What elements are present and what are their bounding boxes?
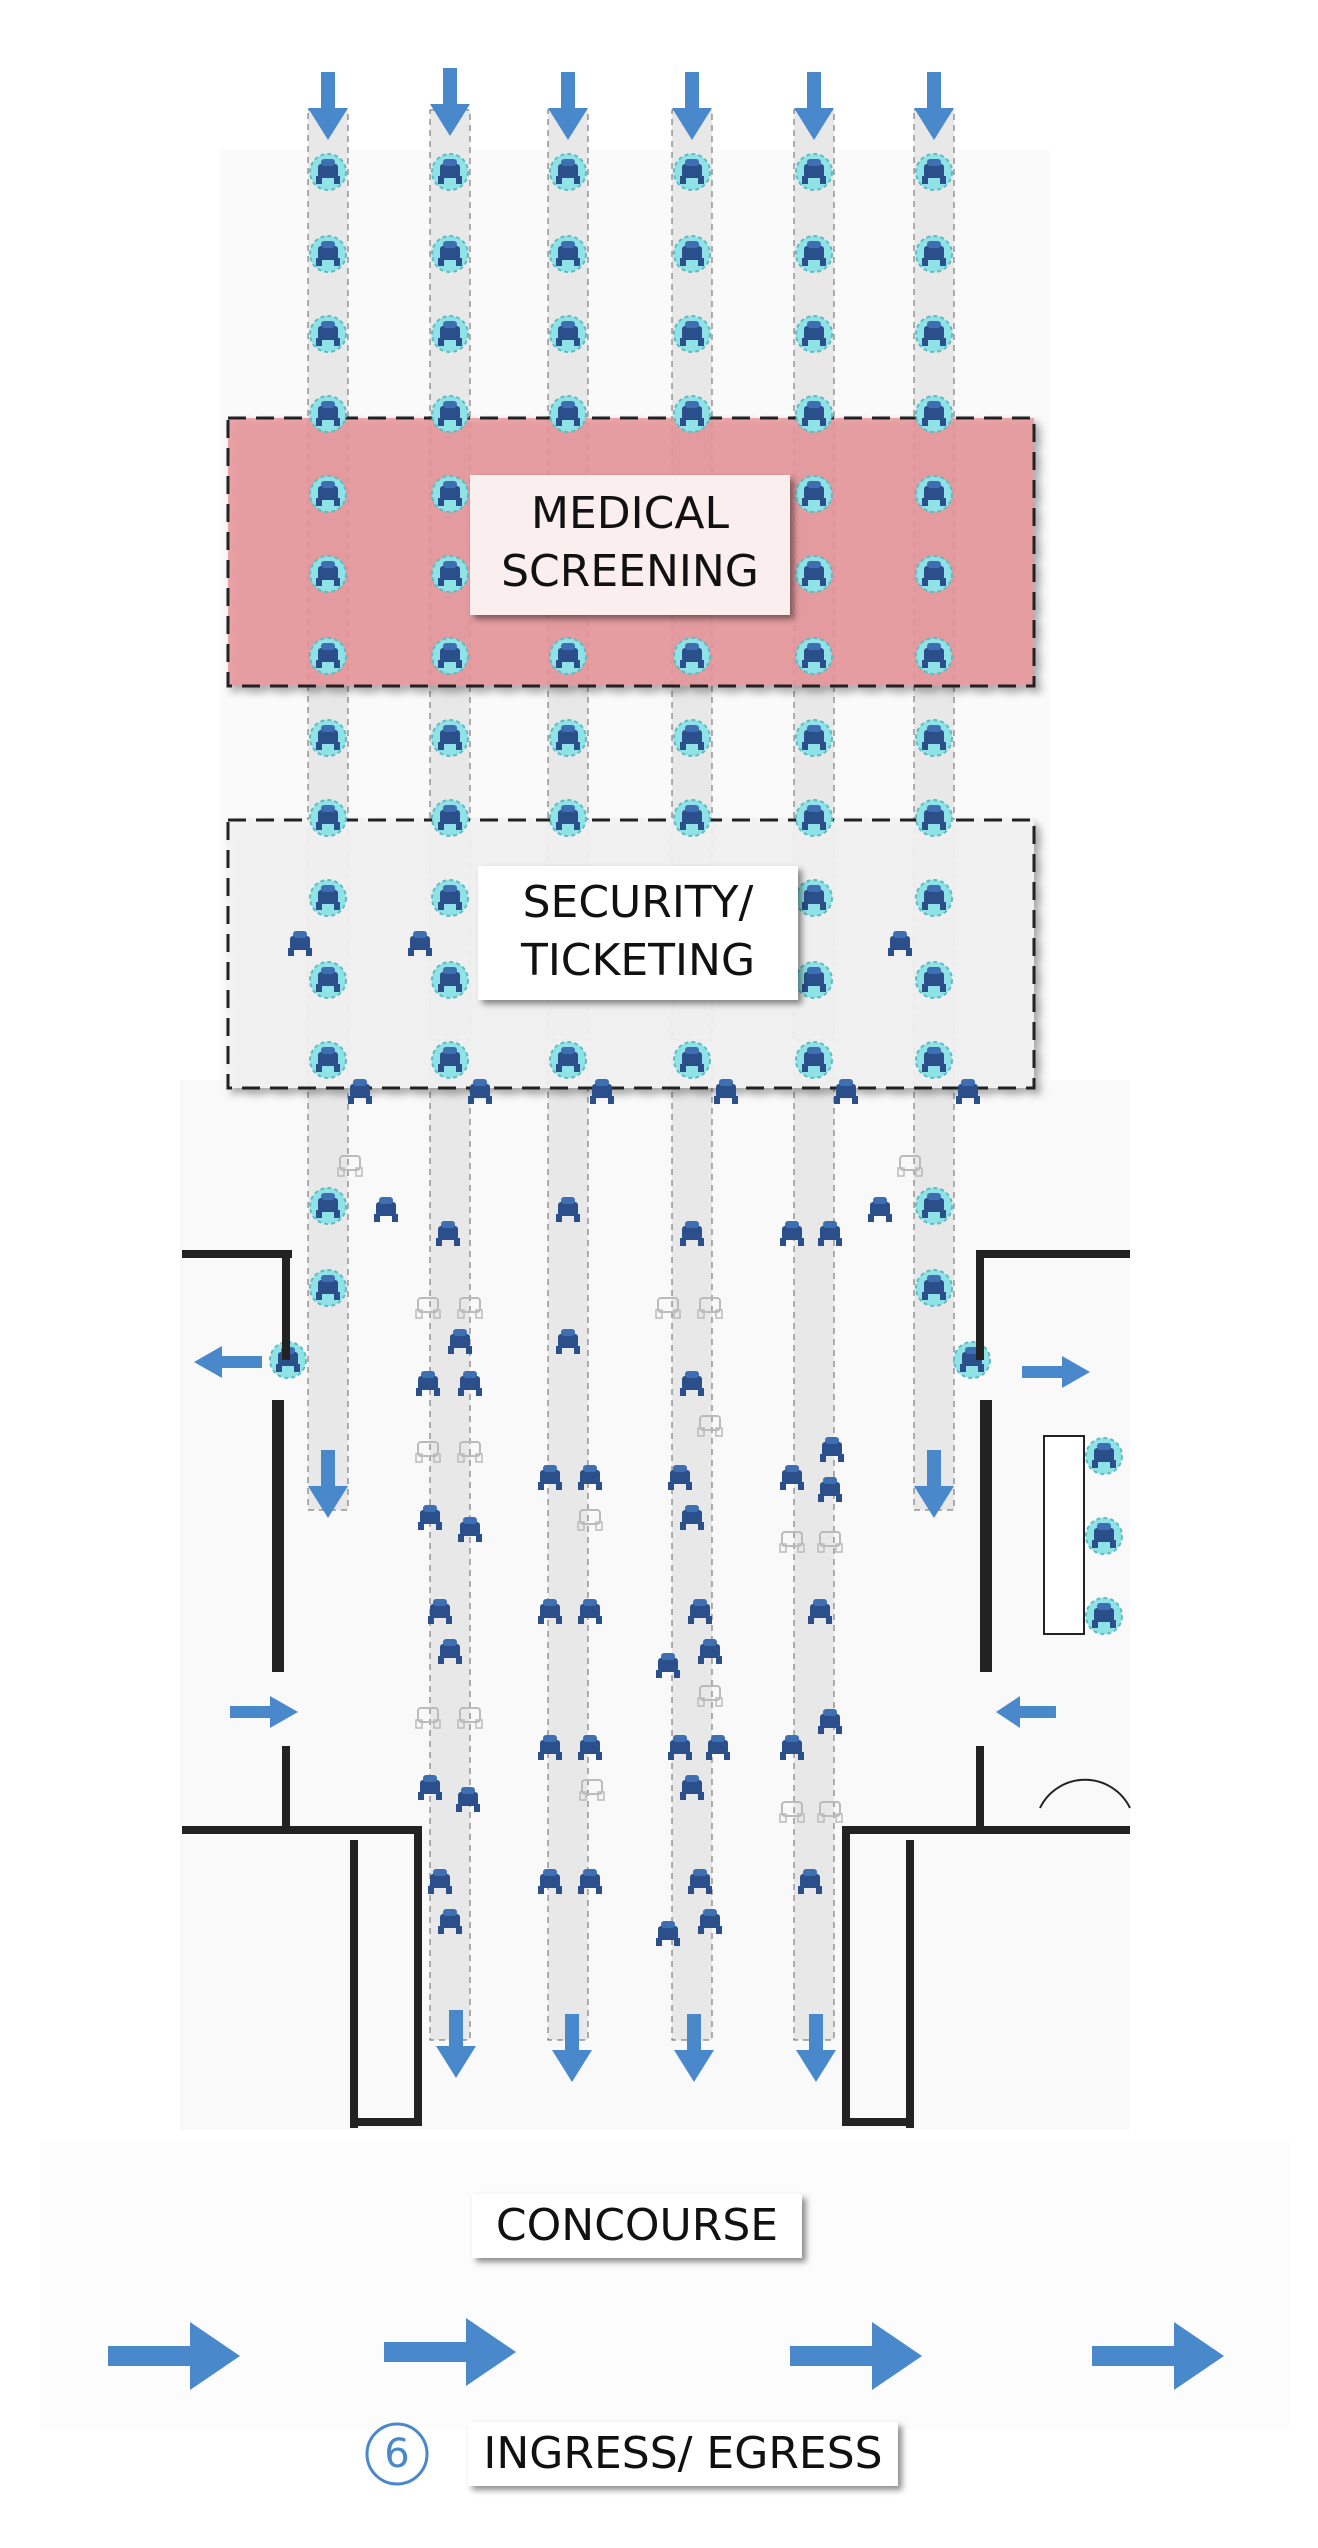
concourse-arrows: [108, 2318, 1224, 2390]
medical-label-line1: MEDICAL: [531, 488, 729, 539]
step-circle-icon: [365, 2422, 429, 2486]
step-number: 6: [384, 2431, 410, 2477]
concourse-area: [40, 2140, 1290, 2430]
medical-screening-label: MEDICAL SCREENING: [470, 475, 790, 615]
medical-screening-zone: [226, 416, 1036, 688]
walls: [182, 1250, 1130, 2128]
side-arrows: [194, 1346, 1090, 1728]
security-ticketing-label: SECURITY/ TICKETING: [478, 866, 798, 1000]
concourse-label: CONCOURSE: [472, 2194, 802, 2258]
counter: [1039, 1435, 1131, 1809]
security-label-line1: SECURITY/: [522, 877, 754, 928]
security-label-line2: TICKETING: [520, 935, 756, 986]
medical-label-line2: SCREENING: [501, 546, 759, 597]
diagram-title: INGRESS/ EGRESS: [468, 2422, 898, 2486]
